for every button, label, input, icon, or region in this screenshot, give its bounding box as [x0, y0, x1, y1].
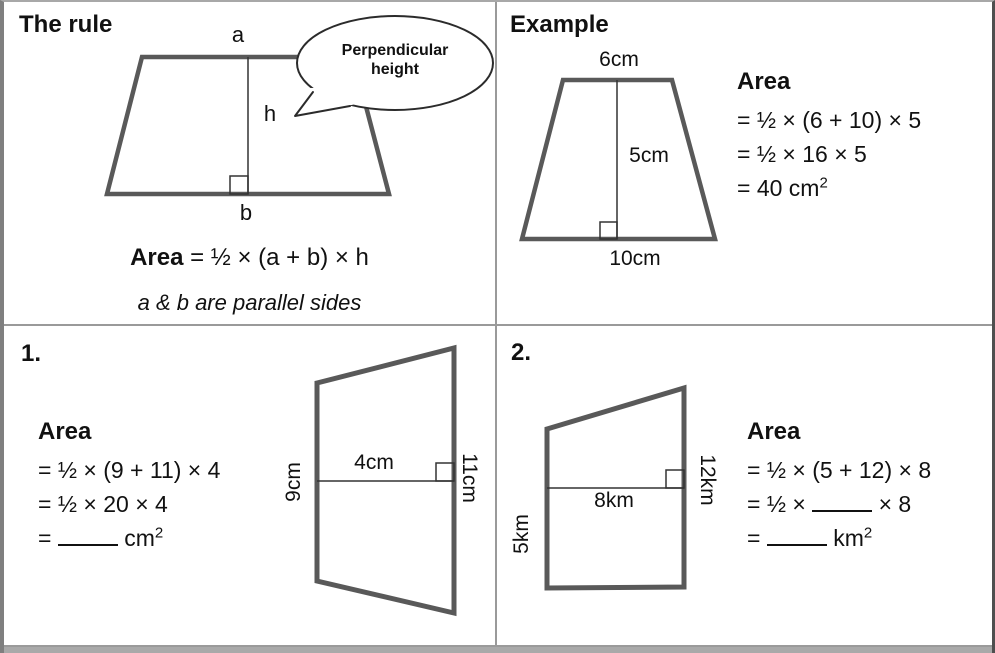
question-1-figure — [314, 344, 457, 617]
question-1-calc-line-3-eq: = — [38, 525, 58, 551]
bottom-row: 1. 4cm 9cm 11cm Area = ½ × (9 + 11) × 4 … — [4, 326, 992, 647]
question-1-calc-line-3-unit: cm — [117, 525, 155, 551]
example-trapezium-outline — [519, 77, 718, 242]
example-top-label: 6cm — [599, 48, 639, 71]
question-2-sum-blank — [812, 494, 873, 512]
question-2-calc-line-2: = ½ × × 8 — [747, 487, 931, 521]
example-calc-line-2: = ½ × 16 × 5 — [737, 141, 867, 167]
example-calc-line-1: = ½ × (6 + 10) × 5 — [737, 107, 922, 133]
page-bottom-edge — [4, 647, 992, 653]
rule-formula-expression: = ½ × (a + b) × h — [183, 244, 369, 271]
question-2-right-side-label: 12km — [696, 454, 719, 506]
example-bottom-label: 10cm — [609, 247, 661, 270]
question-2-trapezium-outline — [544, 384, 687, 591]
question-2-answer-blank — [766, 528, 827, 546]
question-2-calc-line-3-unit: km — [826, 525, 864, 551]
question-1-height-label: 4cm — [354, 451, 394, 474]
rule-formula: Area = ½ × (a + b) × h — [4, 244, 495, 272]
question-2-calc-line-1: = ½ × (5 + 12) × 8 — [747, 457, 932, 483]
question-2-calc-line-3: = km2 — [747, 521, 931, 555]
question-1-calc-line-3-sup: 2 — [154, 524, 164, 542]
question-1-calc-line-1: = ½ × (9 + 11) × 4 — [38, 457, 221, 483]
speech-bubble-text: Perpendicular height — [341, 41, 449, 78]
rule-trapezium-outline — [104, 54, 392, 197]
example-title: Example — [510, 11, 609, 38]
rule-formula-area-word: Area — [130, 244, 184, 271]
question-1-calc-line-3: = cm2 — [38, 521, 220, 555]
question-2-calc-line-3-sup: 2 — [863, 524, 873, 542]
question-1-right-angle-marker — [435, 462, 455, 482]
example-calc-line-3-sup: 2 — [819, 174, 828, 192]
question-2-area-heading: Area — [747, 418, 801, 445]
example-area-heading: Area — [737, 68, 791, 95]
rule-right-angle-marker — [229, 175, 249, 195]
speech-bubble-tail — [294, 91, 351, 117]
question-2-height-label: 8km — [594, 489, 634, 512]
example-calc-line-3-text: = 40 cm — [737, 175, 820, 201]
question-1-right-side-label: 11cm — [458, 453, 481, 503]
question-2-figure — [544, 384, 687, 591]
question-2-right-angle-marker — [665, 469, 685, 489]
question-2-left-side-label: 5km — [510, 514, 533, 554]
question-1-trapezium-outline — [314, 344, 457, 617]
question-2-calc-line-2-post: × 8 — [872, 491, 912, 517]
question-1-calc-line-2: = ½ × 20 × 4 — [38, 491, 168, 517]
example-figure — [519, 77, 718, 242]
question-1-area-heading: Area — [38, 418, 92, 445]
example-working: Area = ½ × (6 + 10) × 5 = ½ × 16 × 5 = 4… — [737, 68, 921, 205]
quadrant-question-1: 1. 4cm 9cm 11cm Area = ½ × (9 + 11) × 4 … — [4, 326, 497, 645]
rule-label-h: h — [263, 101, 277, 126]
rule-title: The rule — [19, 11, 113, 38]
question-2-calc-line-3-eq: = — [747, 525, 767, 551]
rule-note: a & b are parallel sides — [137, 290, 362, 315]
rule-label-a: a — [231, 22, 245, 47]
example-right-angle-marker — [599, 221, 618, 240]
question-2-working: Area = ½ × (5 + 12) × 8 = ½ × × 8 = km2 — [747, 418, 931, 555]
rule-label-b: b — [239, 200, 253, 225]
quadrant-rule: The rule a h b Perpendicular height Area… — [4, 2, 497, 326]
example-calc-line-3: = 40 cm2 — [737, 171, 921, 205]
rule-figure — [104, 15, 494, 197]
question-1-number: 1. — [21, 340, 42, 367]
quadrant-question-2: 2. 8km 5km 12km Area = ½ × (5 + 12) × 8 … — [497, 326, 992, 645]
quadrant-example: Example 6cm 5cm 10cm Area = ½ × (6 + 10)… — [497, 2, 992, 326]
question-1-answer-blank — [57, 528, 118, 546]
question-1-left-side-label: 9cm — [282, 462, 305, 502]
question-2-number: 2. — [511, 339, 532, 366]
speech-bubble-ellipse — [296, 15, 494, 111]
question-1-working: Area = ½ × (9 + 11) × 4 = ½ × 20 × 4 = c… — [38, 418, 220, 555]
question-2-calc-line-2-pre: = ½ × — [747, 491, 813, 517]
top-row: The rule a h b Perpendicular height Area… — [4, 2, 992, 326]
example-height-label: 5cm — [629, 144, 669, 167]
